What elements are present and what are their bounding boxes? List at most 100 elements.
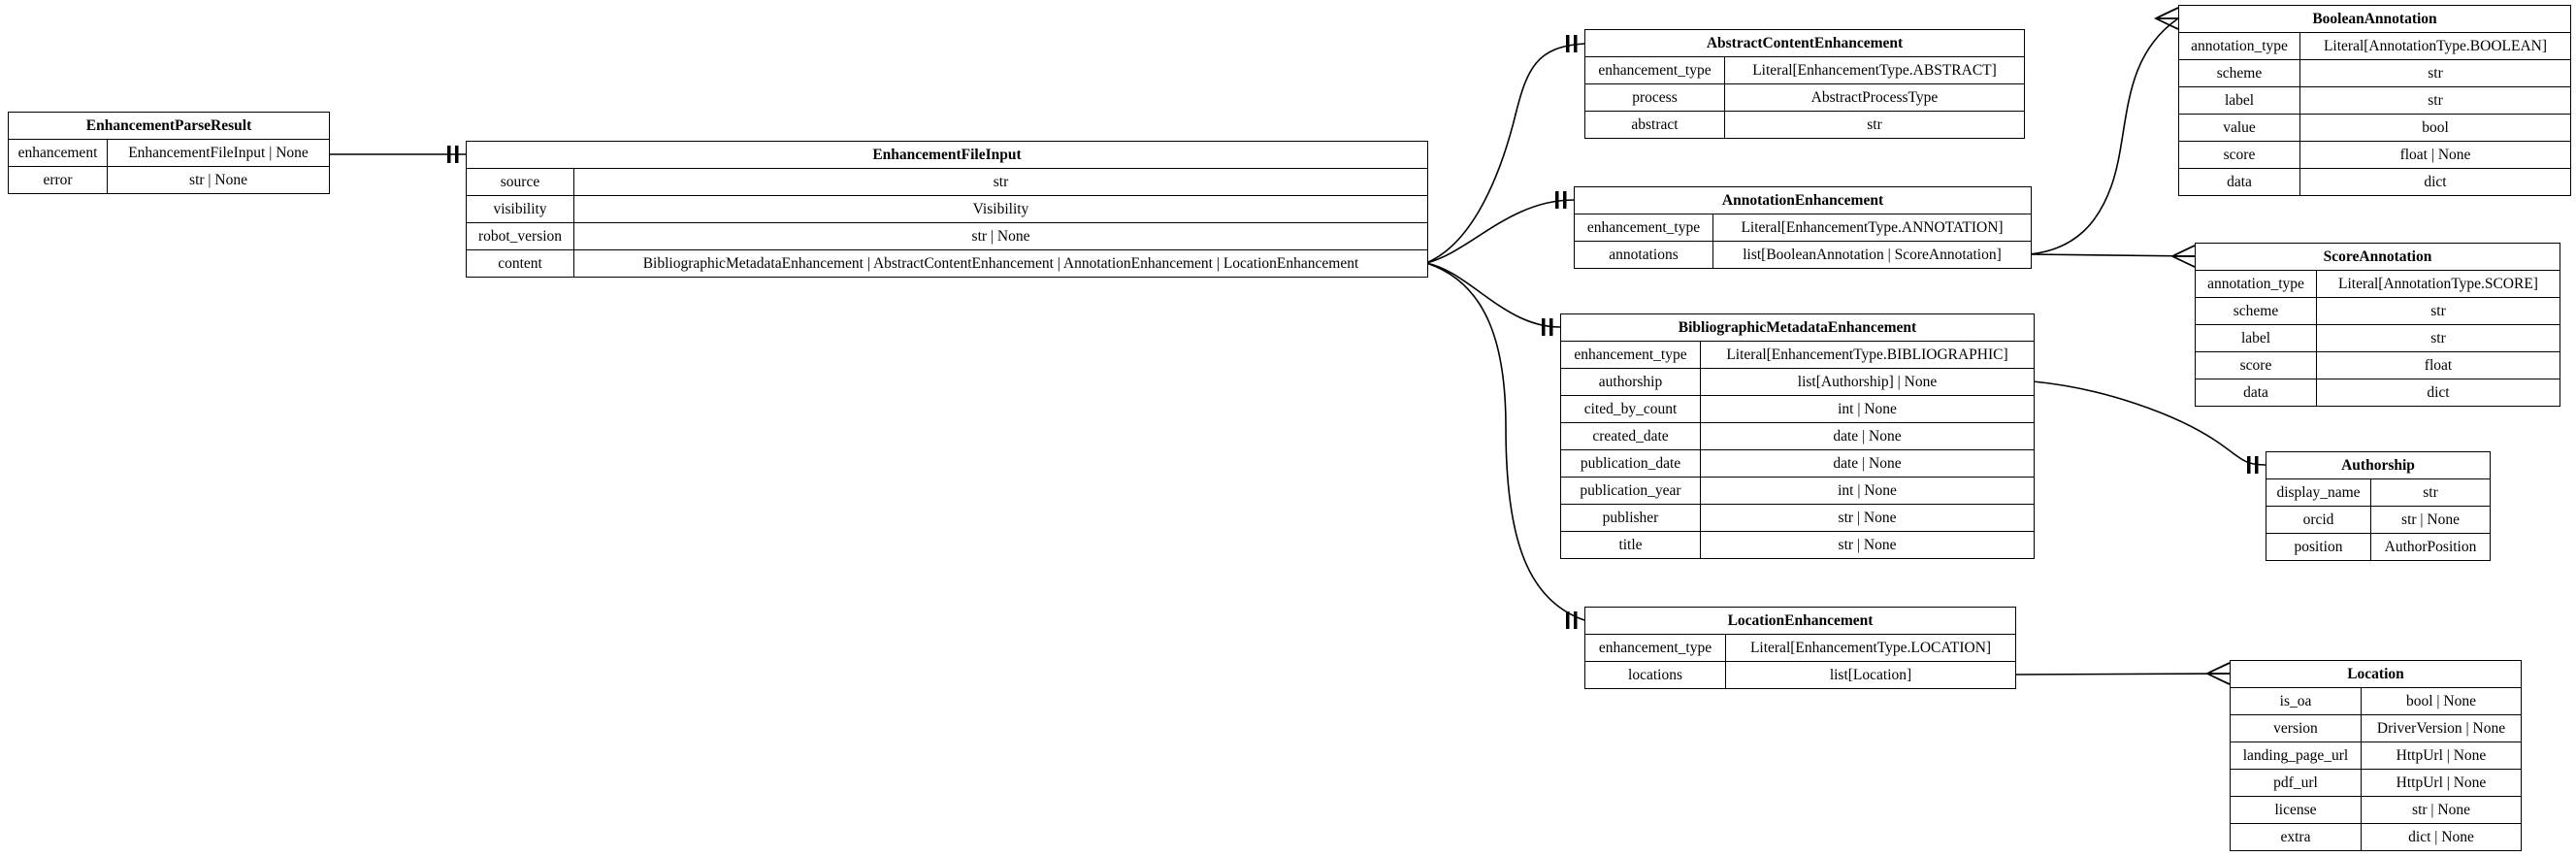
- field-type-cell: BibliographicMetadataEnhancement | Abstr…: [642, 254, 1359, 272]
- cardinality-one-marker: [1574, 611, 1578, 629]
- field-name-cell: authorship: [1561, 369, 1701, 395]
- cardinality-many-marker: [2204, 662, 2231, 685]
- field-name-cell: abstract: [1585, 112, 1725, 138]
- field-name-cell: title: [1561, 532, 1701, 558]
- field-name-cell: license: [2231, 797, 2362, 823]
- field-name-cell: landing_page_url: [2231, 742, 2362, 769]
- entity-title: AnnotationEnhancement: [1575, 187, 2031, 214]
- field-row: authorship list[Authorship] | None: [1561, 369, 2034, 396]
- field-type-cell: str: [2430, 302, 2446, 319]
- field-type-cell: str | None: [189, 171, 247, 188]
- field-type-cell: AbstractProcessType: [1810, 88, 1939, 106]
- entity-title: LocationEnhancement: [1585, 608, 2015, 635]
- entity-title: Location: [2231, 661, 2521, 688]
- field-type-cell: int | None: [1838, 481, 1897, 499]
- entity-title: ScoreAnnotation: [2196, 244, 2560, 271]
- field-name-cell: is_oa: [2231, 688, 2362, 714]
- field-type-cell: Literal[AnnotationType.BOOLEAN]: [2323, 37, 2548, 54]
- field-type-cell: EnhancementFileInput | None: [128, 144, 309, 161]
- field-name-cell: score: [2196, 352, 2317, 379]
- field-row: extra dict | None: [2231, 824, 2521, 850]
- field-type-cell: bool | None: [2406, 692, 2476, 709]
- field-type-cell: str: [1867, 115, 1882, 133]
- field-type-cell: str: [2423, 483, 2438, 501]
- field-type-cell: Literal[EnhancementType.LOCATION]: [1749, 639, 1992, 656]
- entity-title: EnhancementFileInput: [467, 142, 1427, 169]
- field-name-cell: error: [9, 167, 108, 193]
- field-type-cell: str | None: [2412, 801, 2470, 818]
- field-name-cell: value: [2179, 115, 2300, 141]
- field-type-cell: str | None: [971, 227, 1030, 245]
- entity-title: EnhancementParseResult: [9, 113, 329, 140]
- field-type-cell: dict | None: [2408, 828, 2474, 845]
- entity-title: BibliographicMetadataEnhancement: [1561, 314, 2034, 342]
- field-name-cell: data: [2179, 169, 2300, 195]
- cardinality-one-marker: [2255, 456, 2259, 474]
- field-name-cell: content: [467, 250, 574, 277]
- edge-EnhancementFileInput.content->AbstractContentEnhancement: [1425, 43, 1585, 264]
- field-type-cell: str: [2430, 329, 2446, 346]
- cardinality-one-marker: [455, 146, 459, 163]
- field-name-cell: source: [467, 169, 574, 195]
- field-type-cell: date | None: [1833, 454, 1902, 472]
- field-name-cell: publisher: [1561, 505, 1701, 531]
- field-name-cell: label: [2196, 325, 2317, 351]
- cardinality-one-marker: [1563, 191, 1567, 209]
- field-name-cell: score: [2179, 142, 2300, 168]
- field-type-cell: Literal[EnhancementType.ANNOTATION]: [1741, 218, 2004, 236]
- field-name-cell: position: [2266, 534, 2371, 560]
- field-type-cell: list[BooleanAnnotation | ScoreAnnotation…: [1743, 246, 2002, 263]
- field-type-cell: list[Authorship] | None: [1797, 373, 1938, 390]
- field-type-cell: str: [2428, 64, 2443, 82]
- field-type-cell: Visibility: [972, 200, 1029, 217]
- field-name-cell: publication_year: [1561, 478, 1701, 504]
- edge-BibliographicMetadataEnhancement.authorship->Authorship: [2032, 380, 2266, 466]
- field-name-cell: enhancement: [9, 140, 108, 166]
- field-row: enhancement EnhancementFileInput | None: [9, 140, 329, 167]
- edge-AnnotationEnhancement.annotations->ScoreAnnotation: [2029, 253, 2196, 257]
- field-name-cell: created_date: [1561, 423, 1701, 449]
- field-type-cell: float | None: [2399, 146, 2471, 163]
- field-row: score float | None: [2179, 142, 2570, 169]
- field-name-cell: extra: [2231, 824, 2362, 850]
- cardinality-many-marker: [2153, 7, 2179, 30]
- field-type-cell: Literal[AnnotationType.SCORE]: [2338, 275, 2538, 292]
- edge-EnhancementFileInput.content->BibliographicMetadataEnhancement: [1425, 262, 1561, 328]
- cardinality-one-marker: [1566, 35, 1570, 52]
- field-name-cell: cited_by_count: [1561, 396, 1701, 422]
- field-name-cell: data: [2196, 379, 2317, 406]
- field-name-cell: robot_version: [467, 223, 574, 249]
- field-type-cell: str | None: [1838, 509, 1897, 526]
- field-type-cell: AuthorPosition: [2384, 538, 2477, 555]
- field-row: data dict: [2179, 169, 2570, 195]
- field-type-cell: dict: [2424, 173, 2447, 190]
- cardinality-one-marker: [1549, 318, 1553, 336]
- field-name-cell: orcid: [2266, 507, 2371, 533]
- field-name-cell: enhancement_type: [1585, 57, 1725, 83]
- cardinality-many-marker: [2169, 245, 2196, 268]
